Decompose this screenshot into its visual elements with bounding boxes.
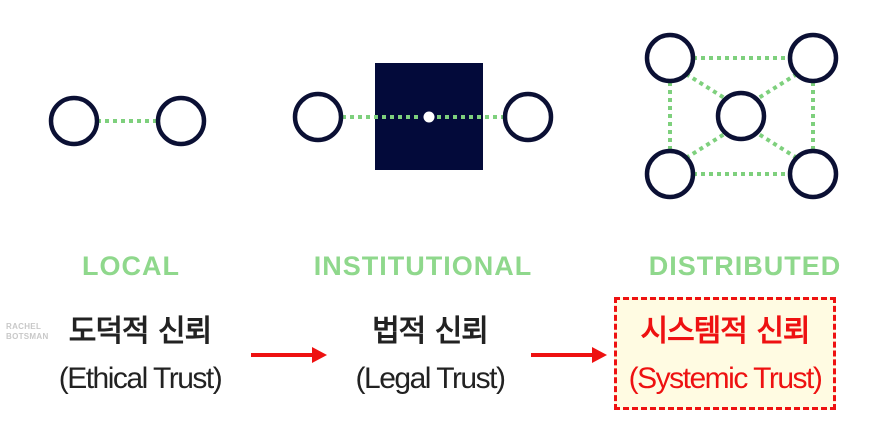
distributed-node-top-right	[787, 32, 839, 84]
right-arrow	[251, 347, 327, 363]
local-node-right	[155, 95, 207, 147]
label-distributed-english: (Systemic Trust)	[628, 362, 823, 395]
distributed-node-bottom-right	[787, 148, 839, 200]
highlight-box	[614, 297, 836, 410]
label-distributed-korean: 시스템적 신뢰	[640, 314, 810, 349]
author-credit: RACHEL BOTSMAN	[6, 322, 49, 342]
heading-distributed: DISTRIBUTED	[648, 251, 842, 281]
distributed-link-diag-br	[755, 131, 799, 160]
label-local-english: (Ethical Trust)	[58, 362, 223, 395]
distributed-network	[644, 32, 839, 200]
credit-line-1: RACHEL	[6, 322, 42, 331]
distributed-link-diag-tl	[684, 72, 728, 101]
distributed-link-diag-bl	[684, 131, 728, 160]
distributed-node-bottom-left	[644, 148, 696, 200]
label-institutional-english: (Legal Trust)	[355, 362, 506, 395]
label-institutional-korean: 법적 신뢰	[372, 314, 489, 349]
local-node-left	[48, 95, 100, 147]
distributed-node-center	[715, 90, 767, 142]
heading-institutional: INSTITUTIONAL	[313, 251, 533, 281]
institutional-network	[292, 63, 554, 170]
local-network	[48, 95, 207, 147]
institutional-node-right	[502, 91, 554, 143]
institutional-node-left	[292, 91, 344, 143]
label-local-korean: 도덕적 신뢰	[68, 314, 212, 349]
heading-local: LOCAL	[82, 251, 180, 281]
distributed-link-diag-tr	[755, 72, 799, 101]
distributed-node-top-left	[644, 32, 696, 84]
institution-hub-dot	[423, 111, 435, 123]
credit-line-2: BOTSMAN	[6, 332, 49, 341]
right-arrow	[531, 347, 607, 363]
